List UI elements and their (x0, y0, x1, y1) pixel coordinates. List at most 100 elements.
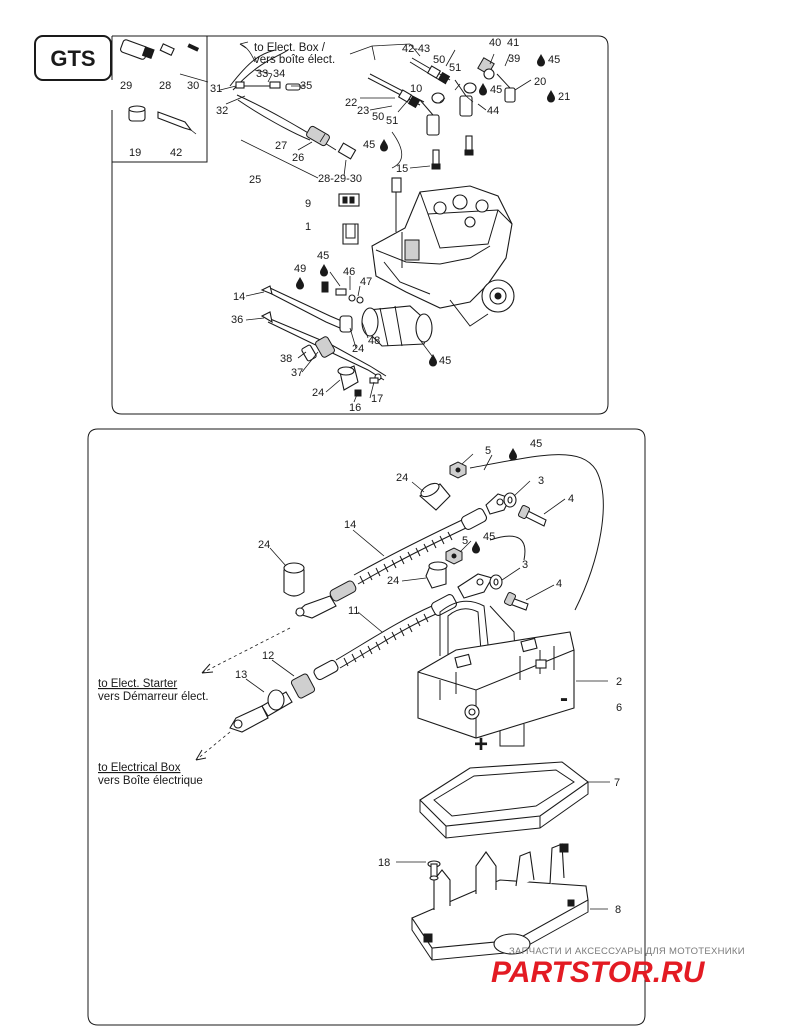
clip-18 (427, 860, 441, 881)
callout-15: 15 (396, 163, 408, 175)
engine-block (371, 177, 515, 327)
inset-frame (111, 35, 208, 163)
callout-28: 28 (159, 80, 171, 92)
callout-b-13: 13 (235, 669, 247, 681)
callout-b-4-a: 4 (568, 493, 574, 505)
callout-45-b: 45 (490, 84, 502, 96)
top-panel-frame (111, 35, 609, 415)
callout-35: 35 (300, 80, 312, 92)
callout-b-18: 18 (378, 857, 390, 869)
clip-9 (338, 193, 360, 207)
callout-42: 42 (170, 147, 182, 159)
watermark-brand: PARTSTOR.RU (491, 956, 706, 989)
model-badge-frame (34, 35, 112, 81)
callout-b-45-b: 45 (483, 531, 495, 543)
callout-24-b: 24 (312, 387, 324, 399)
callout-50-a: 50 (372, 111, 384, 123)
callout-45-d: 45 (317, 250, 329, 262)
callout-47: 47 (360, 276, 372, 288)
callout-30: 30 (187, 80, 199, 92)
callout-24-a: 24 (352, 343, 364, 355)
callout-45-e: 45 (439, 355, 451, 367)
bottom-panel: - + (87, 428, 745, 1026)
note-ebox-fr: vers Boîte électrique (98, 775, 203, 787)
bottom-leader-lines (195, 453, 610, 910)
note-starter-fr: vers Démarreur élect. (98, 691, 209, 703)
starter-motor-48 (361, 305, 433, 347)
callout-16: 16 (349, 402, 361, 414)
callout-40: 40 (489, 37, 501, 49)
callout-20: 20 (534, 76, 546, 88)
note-ebox-en: to Electrical Box (98, 762, 181, 774)
to-elect-box-leader (349, 43, 421, 61)
callout-49: 49 (294, 263, 306, 275)
note-to-elect-box-en: to Elect. Box / (254, 42, 326, 54)
callout-b-2: 2 (616, 676, 622, 688)
callout-34: 34 (273, 68, 285, 80)
callout-b-5-a: 5 (485, 445, 491, 457)
battery-2 (417, 631, 575, 739)
callout-26: 26 (292, 152, 304, 164)
callout-27: 27 (275, 140, 287, 152)
washer-3-b (489, 574, 503, 590)
callout-37: 37 (291, 367, 303, 379)
boot-24-c (425, 561, 448, 589)
connector-29 (120, 39, 155, 60)
callout-48: 48 (368, 335, 380, 347)
callout-22: 22 (345, 97, 357, 109)
callout-b-24-a: 24 (396, 472, 408, 484)
callout-41: 41 (507, 37, 519, 49)
model-badge: GTS (50, 46, 95, 71)
cable-11-bottom (229, 573, 493, 733)
callout-28-29-30: 28-29-30 (318, 173, 362, 185)
sleeve-19 (128, 105, 146, 122)
coil-nuts-40-41 (477, 57, 516, 103)
top-panel: GTS (34, 35, 609, 415)
callout-b-4-b: 4 (556, 578, 562, 590)
top-leader-lines (179, 49, 532, 403)
cable-36-top (260, 311, 387, 381)
note-to-elect-box-fr: vers boîte élect. (254, 54, 335, 66)
callout-45-a: 45 (548, 54, 560, 66)
watermark-tagline: ЗАПЧАСТИ И АКСЕССУАРЫ ДЛЯ МОТОТЕХНИКИ (509, 946, 745, 957)
spark-plug-15 (431, 135, 474, 170)
callout-b-5-b: 5 (462, 535, 468, 547)
callout-38: 38 (280, 353, 292, 365)
bolt-4-b (503, 592, 529, 611)
callout-b-45-a: 45 (530, 438, 542, 450)
battery-plus-sign: + (474, 731, 488, 758)
boot-24-b (283, 562, 305, 597)
callout-42-43: 42-43 (402, 43, 430, 55)
plug-cap-50-51 (419, 79, 477, 136)
callout-21: 21 (558, 91, 570, 103)
callout-25: 25 (249, 174, 261, 186)
battery-minus-sign: - (560, 685, 568, 712)
cable-14-top (260, 285, 353, 333)
nut-5-a (449, 461, 467, 479)
callout-45-c: 45 (363, 139, 375, 151)
callout-31: 31 (210, 83, 222, 95)
ground-wire (469, 454, 604, 611)
washer-3-a (503, 492, 517, 508)
callout-23: 23 (357, 105, 369, 117)
boot-24-a (419, 482, 451, 511)
bottom-panel-frame (87, 428, 646, 1026)
callout-44: 44 (487, 105, 499, 117)
callout-17: 17 (371, 393, 383, 405)
callout-b-8: 8 (615, 904, 621, 916)
cable-14-bottom (294, 493, 511, 619)
callout-b-24-c: 24 (387, 575, 399, 587)
ignition-cables-22-23 (367, 57, 451, 109)
callout-b-3-b: 3 (522, 559, 528, 571)
callout-19: 19 (129, 147, 141, 159)
callout-39: 39 (508, 53, 520, 65)
callout-1: 1 (305, 221, 311, 233)
fittings-46-47 (321, 281, 364, 304)
callout-50-b: 50 (433, 54, 445, 66)
callout-b-7: 7 (614, 777, 620, 789)
callout-51-a: 51 (386, 115, 398, 127)
pin-30 (187, 43, 200, 52)
callout-b-6: 6 (616, 702, 622, 714)
battery-pad-7 (419, 761, 589, 839)
